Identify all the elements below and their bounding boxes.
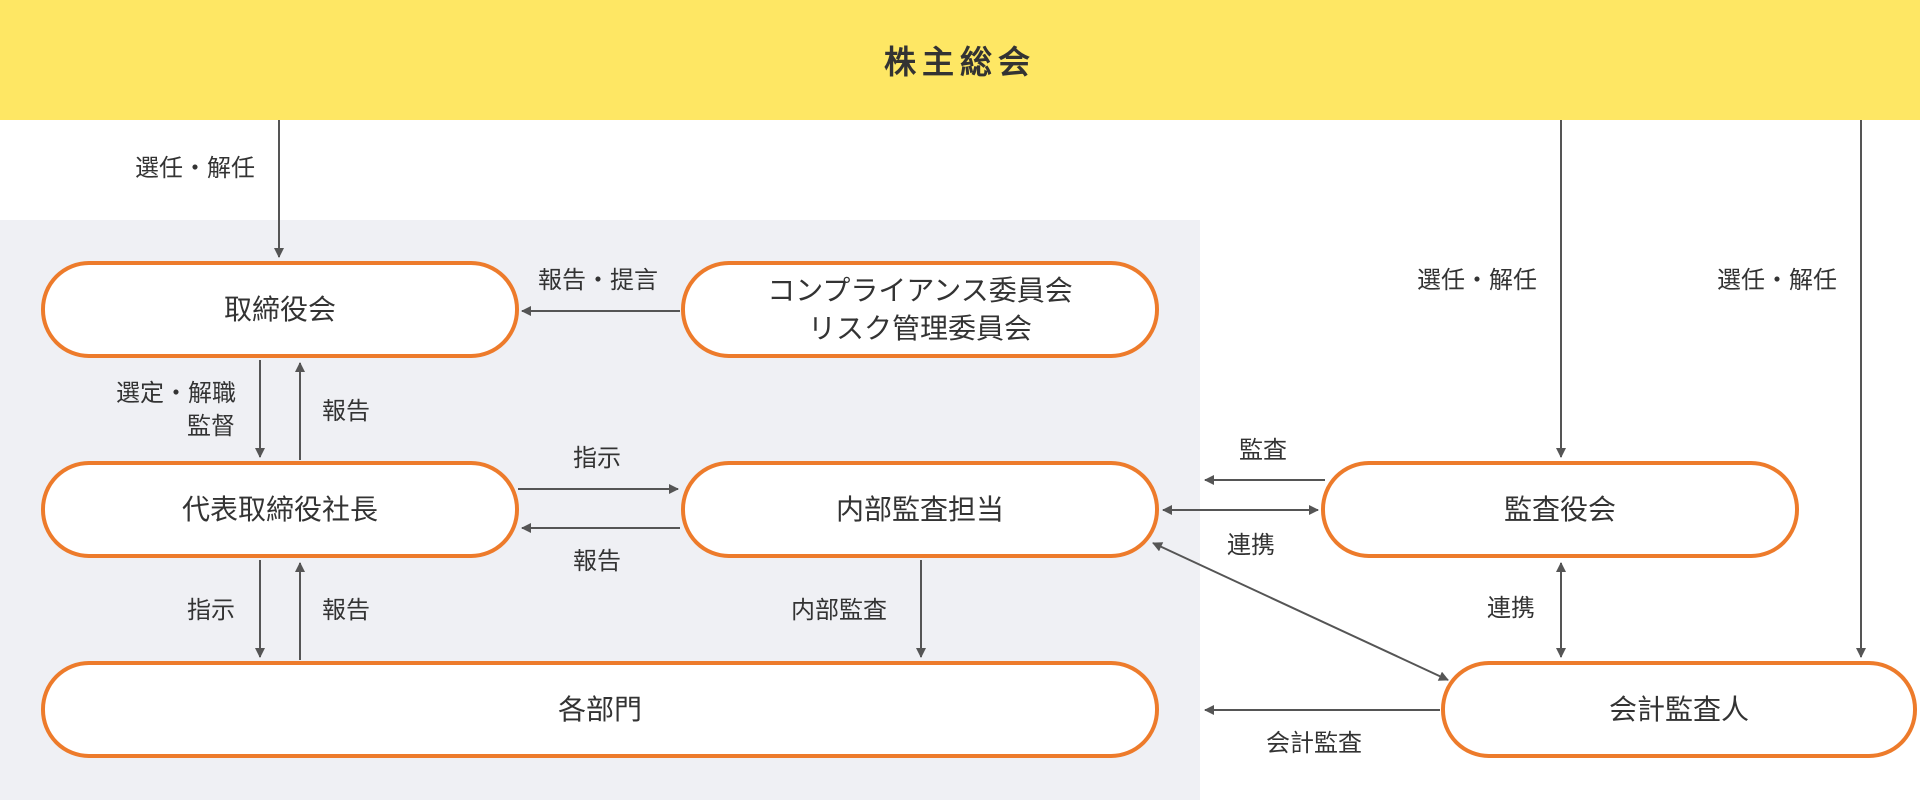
shareholders-meeting-title: 株主総会: [883, 43, 1036, 81]
edge-label-departments-to-president: 報告: [322, 596, 370, 624]
departments-node: 各部門: [41, 661, 1159, 758]
edge-label-committees-to-board: 報告・提言: [538, 266, 658, 294]
shareholders-meeting-banner: 株主総会: [0, 0, 1920, 120]
edge-label-shareholders-to-accounting-auditor: 選任・解任: [1717, 266, 1837, 294]
internal-audit-node: 内部監査担当: [681, 461, 1159, 558]
edge-label-president-to-board: 報告: [322, 397, 370, 425]
arrow-internal-audit-accounting-auditor: [1152, 542, 1449, 681]
edge-label-internal-audit-to-president: 報告: [573, 547, 621, 575]
audit-board-label: 監査役会: [1503, 492, 1616, 526]
accounting-auditor-node: 会計監査人: [1441, 661, 1917, 758]
edge-label-audit-board-accounting-auditor: 連携: [1487, 594, 1535, 622]
edge-label-shareholders-to-audit-board: 選任・解任: [1417, 266, 1537, 294]
edge-label-president-to-internal-audit: 指示: [573, 444, 621, 472]
president-label: 代表取締役社長: [181, 492, 378, 526]
committees-node: コンプライアンス委員会 リスク管理委員会: [681, 261, 1159, 358]
edge-label-internal-audit-to-departments: 内部監査: [791, 596, 887, 624]
edge-label-shareholders-to-board: 選任・解任: [135, 154, 255, 182]
edge-label-board-to-president-1: 選定・解職: [116, 379, 236, 407]
risk-management-committee-label: リスク管理委員会: [807, 311, 1032, 345]
edge-label-audit-board-to-internal-audit: 監査: [1239, 436, 1287, 464]
accounting-auditor-label: 会計監査人: [1608, 692, 1749, 726]
board-of-directors-node: 取締役会: [41, 261, 519, 358]
edge-label-board-to-president-2: 監督: [187, 412, 235, 440]
internal-audit-label: 内部監査担当: [835, 492, 1004, 526]
president-node: 代表取締役社長: [41, 461, 519, 558]
edge-label-president-to-departments: 指示: [187, 596, 235, 624]
edge-label-internal-audit-audit-board: 連携: [1227, 531, 1275, 559]
board-of-directors-label: 取締役会: [223, 292, 336, 326]
compliance-committee-label: コンプライアンス委員会: [767, 273, 1073, 307]
edge-label-accounting-auditor-to-departments: 会計監査: [1266, 729, 1362, 757]
audit-board-node: 監査役会: [1321, 461, 1799, 558]
departments-label: 各部門: [557, 692, 642, 726]
